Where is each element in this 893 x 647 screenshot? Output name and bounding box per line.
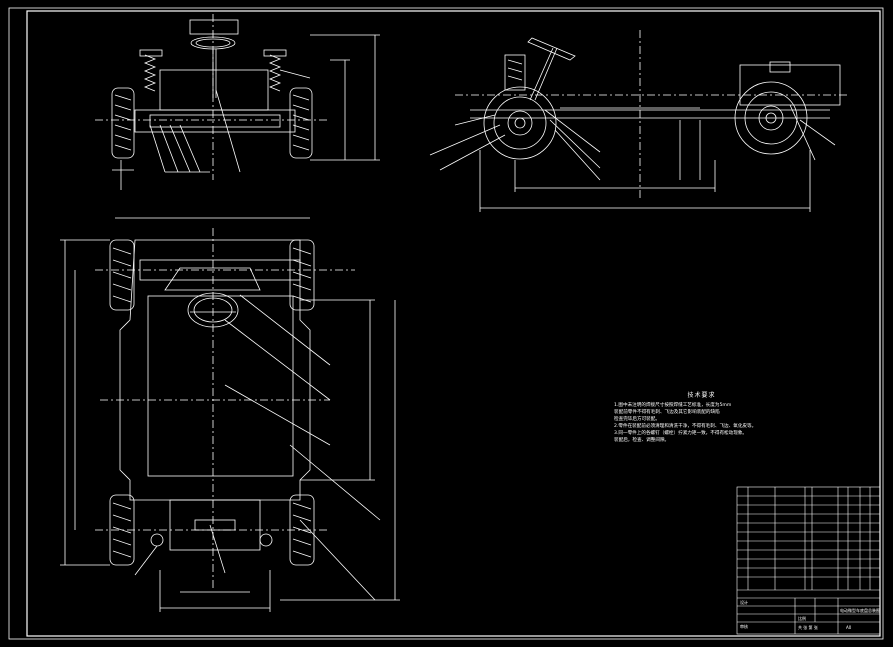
outer-frame	[8, 7, 884, 640]
title-block-check-label: 审核	[740, 624, 748, 629]
front-view	[95, 14, 380, 190]
technical-requirement-line: 检查完毕后方可装配。	[614, 417, 660, 422]
side-view	[429, 30, 850, 212]
technical-requirements: 技术要求 1.图中未注明的焊接尺寸按照焊缝工艺标准，长度为5mm 装配前零件不得…	[614, 392, 789, 444]
technical-requirements-title: 技术要求	[687, 392, 716, 399]
technical-requirement-line: 装配前零件不得有毛刺、飞边及其它影响装配的缺陷	[614, 410, 720, 415]
title-block-sheet-number: A0	[846, 625, 852, 630]
inner-frame	[26, 10, 881, 637]
technical-requirement-line: 2.零件在装配前必须清理和清洗干净，不得有毛刺、飞边、氧化皮等。	[614, 424, 757, 429]
technical-requirement-line: 1.图中未注明的焊接尺寸按照焊缝工艺标准，长度为5mm	[614, 403, 732, 408]
title-block-scale-label: 比例	[798, 616, 806, 621]
title-block-design-label: 设计	[740, 600, 748, 605]
title-block-sheet-label: 共 张 第 张	[798, 625, 818, 630]
top-view	[60, 217, 400, 612]
technical-requirement-line: 3.同一零件上的各螺钉（螺栓）拧紧力矩一致，不得有松动现象。	[614, 431, 748, 436]
title-block-grid	[736, 486, 881, 635]
title-block-drawing-title: 电动微型车底盘总装图	[840, 608, 880, 613]
technical-requirement-line: 装配后，检查、调整间隙。	[614, 438, 670, 443]
